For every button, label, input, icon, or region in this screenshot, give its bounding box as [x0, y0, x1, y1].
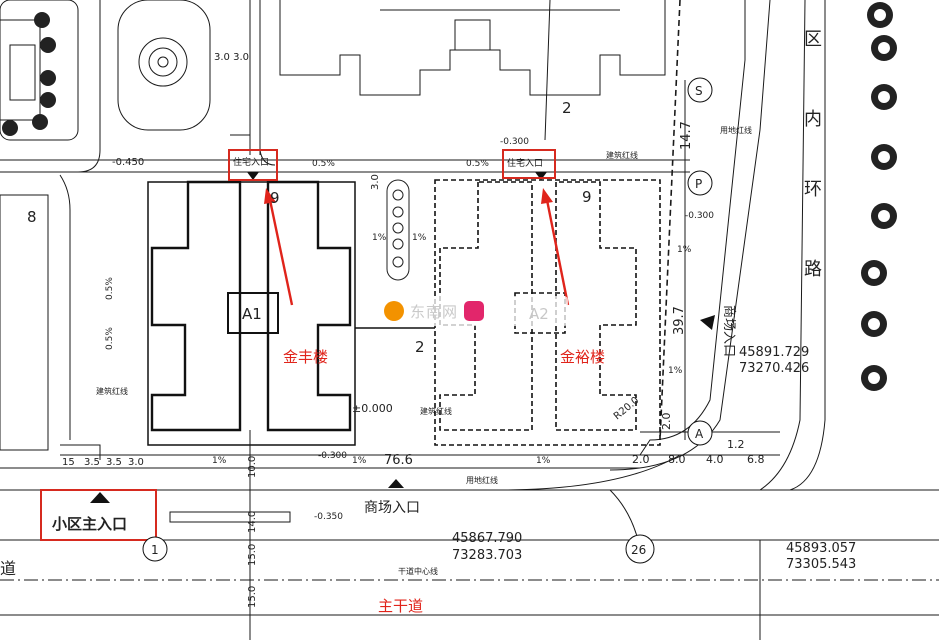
dimension-side-3-0: 3.0: [370, 174, 381, 190]
elevation-zero: ±0.000: [352, 402, 393, 415]
block-number-8: 8: [27, 208, 37, 226]
building-red-line-mid: 建筑红线: [420, 406, 452, 416]
marker-p: P: [695, 177, 702, 191]
ring-road-char-3: 环: [804, 179, 822, 200]
land-red-line-right: 用地红线: [720, 125, 752, 135]
marker-1: 1: [151, 543, 159, 557]
elevation-right: -0.300: [685, 211, 714, 221]
dimension-1-5: 15: [62, 457, 75, 468]
coordinate-1-north: 45891.729: [739, 345, 809, 360]
dimension-width: 76.6: [384, 453, 413, 468]
slope-bottom-c: 1%: [536, 456, 551, 466]
slope-left-b: 0.5%: [105, 327, 115, 350]
dimension-15-0-b: 15.0: [247, 586, 258, 608]
watermark-text: 东南网: [410, 302, 459, 321]
road-centerline-label: 干道中心线: [398, 566, 438, 576]
podium-floors: 2: [415, 338, 425, 356]
marker-26: 26: [631, 543, 646, 557]
dimension-3-5-b: 3.5: [106, 457, 122, 468]
slope-left-a: 0.5%: [105, 277, 115, 300]
slope-top-a: 0.5%: [312, 159, 335, 169]
dimension-2-0-a: 2.0: [632, 453, 650, 466]
floor-count-top: 2: [562, 99, 572, 117]
main-entrance-highlight: [40, 489, 157, 541]
land-red-line-bottom: 用地红线: [466, 475, 498, 485]
dimension-2-0-b: 2.0: [660, 413, 673, 431]
coordinate-2-north: 45867.790: [452, 531, 522, 546]
dimension-14-0: 14.0: [247, 511, 258, 533]
watermark-logo-icon: [384, 301, 404, 321]
elevation-bottom: -0.300: [318, 451, 347, 461]
slope-bottom-a: 1%: [212, 456, 227, 466]
ring-road-char-4: 路: [804, 259, 822, 280]
callout-arrows: [264, 188, 570, 306]
planter-strip: [386, 179, 410, 281]
elevation-left: -0.450: [112, 157, 144, 168]
tree-column: [861, 2, 897, 391]
inner-ring-road-label: 区 内 环 路: [804, 29, 822, 280]
ring-road-char-2: 内: [804, 109, 822, 130]
watermark: 东南网: [378, 296, 568, 326]
dimension-15-0-a: 15.0: [247, 544, 258, 566]
entrance-highlight-right: [502, 149, 556, 179]
building-code-a1: A1: [242, 305, 262, 323]
main-entrance-label: 小区主入口: [52, 515, 127, 533]
marker-s: S: [695, 84, 703, 98]
watermark-eye-icon: [464, 301, 485, 321]
main-road-label: 主干道: [378, 597, 423, 615]
marker-a: A: [695, 427, 704, 441]
dimension-top-3-0: 3.0 3.0: [214, 52, 249, 63]
entrance-label-right: 住宅入口: [507, 157, 543, 169]
grid-markers: [142, 77, 713, 564]
tree-cluster: [2, 12, 56, 136]
slope-top-b: 0.5%: [466, 159, 489, 169]
dimension-6-8: 6.8: [747, 453, 765, 466]
dimension-14-7: 14.7: [679, 121, 694, 150]
entrance-markers: [90, 172, 715, 503]
entrance-highlight-left: [228, 149, 278, 181]
slope-right-lower: 1%: [668, 366, 683, 376]
coordinate-3-north: 45893.057: [786, 541, 856, 556]
building-red-line-left: 建筑红线: [96, 386, 128, 396]
mall-entrance-label: 商场入口: [364, 500, 420, 516]
dimension-10-0: 10.0: [247, 456, 258, 478]
building-red-line-top: 建筑红线: [606, 150, 638, 160]
entrance-label-left: 住宅入口: [233, 156, 269, 168]
elevation-top: -0.300: [500, 137, 529, 147]
dimension-4-0: 4.0: [706, 453, 724, 466]
slope-mid-a: 1%: [372, 233, 387, 243]
slope-right: 1%: [677, 245, 692, 255]
building-name-jinyu: 金裕楼: [560, 348, 605, 366]
building-name-jinfeng: 金丰楼: [283, 348, 328, 366]
coordinate-2-east: 73283.703: [452, 548, 522, 563]
coordinate-1-east: 73270.426: [739, 361, 809, 376]
dimension-8-0: 8.0: [668, 453, 686, 466]
coordinate-3-east: 73305.543: [786, 557, 856, 572]
dimension-3-5-a: 3.5: [84, 457, 100, 468]
ring-road-char-1: 区: [804, 29, 822, 50]
slope-bottom-b: 1%: [352, 456, 367, 466]
floor-count-a2: 9: [582, 188, 592, 206]
slope-mid-b: 1%: [412, 233, 427, 243]
elevation-road: -0.350: [314, 512, 343, 522]
dimension-1-2: 1.2: [727, 438, 745, 451]
dimension-3-0: 3.0: [128, 457, 144, 468]
building-a1: [147, 180, 356, 446]
floor-count-a1: 9: [270, 189, 280, 207]
mall-entrance-side-label: 商场入口: [721, 305, 736, 357]
dimension-39-7: 39.7: [672, 306, 687, 335]
road-name-left: 道: [0, 559, 16, 578]
curve-radius: R20.0: [612, 395, 641, 422]
